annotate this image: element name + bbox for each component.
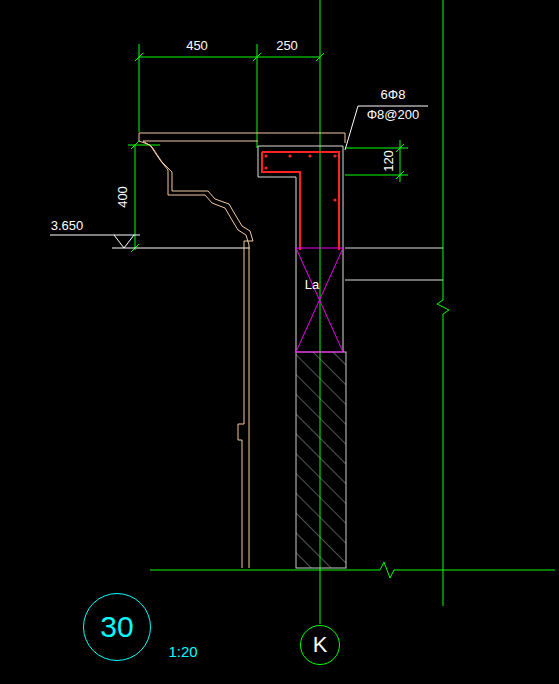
dimension-text: Φ8@200 — [367, 108, 420, 121]
axis-circle: K — [300, 625, 340, 665]
dimension-text: 1:20 — [168, 644, 197, 659]
detail-number-circle: 30 — [83, 593, 151, 661]
dimension-text: 450 — [186, 39, 208, 52]
dimension-text: 3.650 — [51, 219, 84, 232]
dimension-text: 120 — [382, 150, 395, 172]
dimension-text: 6Φ8 — [381, 88, 406, 101]
dimension-text: La — [305, 278, 319, 291]
dimension-text: 400 — [116, 186, 129, 208]
circle-text: K — [313, 634, 328, 656]
dimension-text: 250 — [276, 39, 298, 52]
circle-text: 30 — [100, 612, 133, 642]
